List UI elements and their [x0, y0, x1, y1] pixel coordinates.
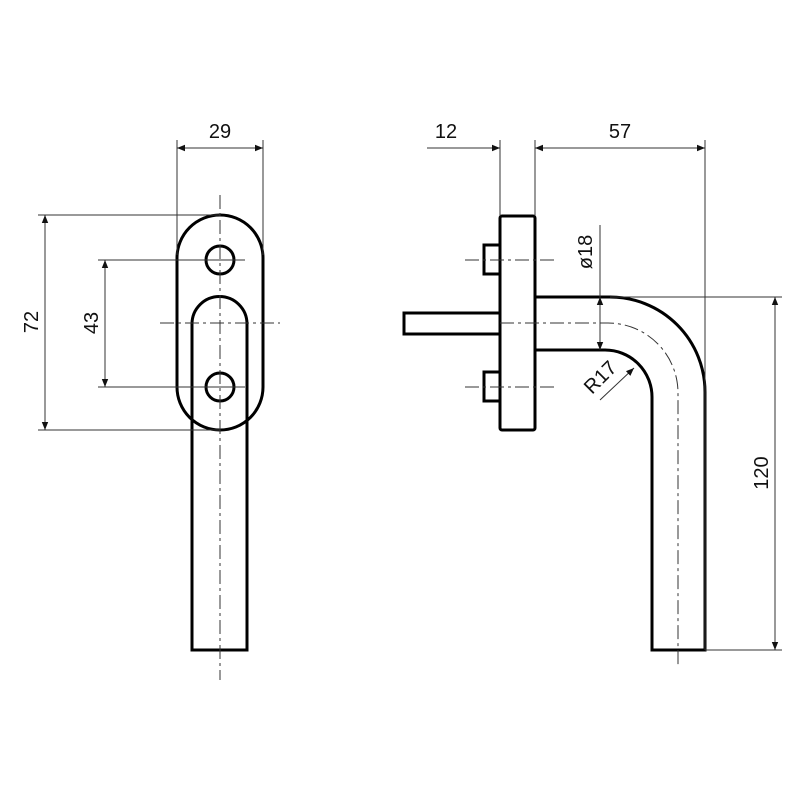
center-line-handle — [500, 322, 679, 665]
dim-hole-spacing-label: 43 — [81, 312, 103, 334]
dim-line-radius — [599, 367, 635, 401]
dim-projection-label: 57 — [609, 121, 631, 143]
dim-length-label: 120 — [751, 456, 773, 489]
dim-radius-label: R17 — [580, 357, 622, 399]
dim-diameter-label: ø18 — [575, 235, 597, 269]
front-view: 29 72 43 — [21, 121, 280, 680]
dim-width-label: 29 — [209, 121, 231, 143]
handle-lever-front — [190, 295, 249, 652]
rosette-outline — [175, 213, 265, 432]
dim-height-label: 72 — [21, 311, 43, 333]
spindle — [402, 311, 502, 336]
handle-lever-side — [535, 295, 707, 652]
side-view: 12 57 120 ø18 R17 — [402, 121, 782, 665]
dim-flange-label: 12 — [435, 121, 457, 143]
